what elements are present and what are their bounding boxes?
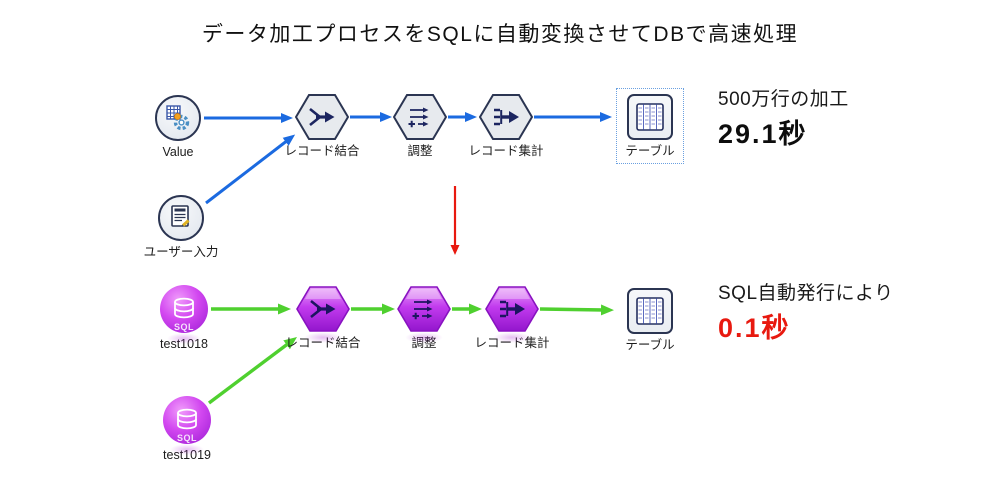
derive-icon — [412, 299, 433, 320]
sql-badge: SQL — [176, 433, 197, 443]
page-title: データ加工プロセスをSQLに自動変換させてDBで高速処理 — [201, 23, 799, 46]
merge-node-body[interactable] — [296, 286, 350, 343]
node-merge-top[interactable]: レコード結合 — [262, 94, 382, 159]
merge-icon — [310, 299, 336, 319]
node-label: Value — [162, 145, 194, 159]
user-input-node-body[interactable] — [158, 195, 204, 241]
aggregate-icon — [500, 300, 525, 318]
node-aggregate-top[interactable]: レコード集計 — [446, 94, 566, 159]
value-node-body[interactable] — [155, 95, 201, 141]
arrow-aggregate-to-table-sql — [539, 304, 614, 316]
aggregate-icon — [494, 108, 519, 126]
node-label: レコード集計 — [468, 144, 544, 158]
table-icon — [636, 103, 664, 131]
merge-icon — [309, 107, 335, 127]
node-aggregate-bottom[interactable]: レコード集計 — [452, 286, 572, 351]
node-table-bottom[interactable]: テーブル — [590, 288, 710, 353]
sql-source-node-body[interactable]: SQL — [163, 396, 211, 455]
table-gear-icon — [166, 105, 190, 131]
node-label: レコード集計 — [474, 336, 550, 350]
sql-badge: SQL — [173, 322, 194, 332]
node-derive-bottom[interactable]: 調整 — [364, 286, 484, 351]
node-merge-bottom[interactable]: レコード結合 — [263, 286, 383, 351]
node-label: レコード結合 — [285, 336, 361, 350]
database-icon — [174, 297, 194, 319]
top-result-caption: 500万行の加工 — [718, 89, 849, 110]
sql-source-node-body[interactable]: SQL — [160, 285, 208, 344]
node-user-input[interactable]: ユーザー入力 — [121, 195, 241, 260]
database-icon — [177, 408, 197, 430]
node-value[interactable]: Value — [118, 95, 238, 160]
aggregate-node-body[interactable] — [485, 286, 539, 343]
node-label: 調整 — [407, 144, 433, 158]
top-result-block: 500万行の加工 29.1秒 — [718, 84, 849, 151]
node-table-top-selection[interactable]: テーブル — [616, 88, 684, 164]
aggregate-node-body[interactable] — [478, 94, 534, 140]
node-label: テーブル — [625, 338, 675, 352]
arrow-test1019-to-merge — [207, 337, 297, 405]
derive-node-body[interactable] — [392, 94, 448, 140]
top-result-time: 29.1秒 — [718, 119, 808, 149]
document-pencil-icon — [171, 205, 190, 227]
node-label: test1018 — [160, 337, 208, 351]
node-test1018[interactable]: SQL test1018 — [124, 285, 244, 352]
derive-icon — [408, 107, 429, 128]
arrow-userinput-to-merge — [205, 134, 296, 205]
bottom-result-time: 0.1秒 — [718, 313, 791, 343]
bottom-result-block: SQL自動発行により 0.1秒 — [718, 278, 894, 345]
derive-node-body[interactable] — [397, 286, 451, 343]
merge-node-body[interactable] — [294, 94, 350, 140]
table-node-body[interactable] — [627, 94, 673, 140]
table-node-body[interactable] — [627, 288, 673, 334]
node-label: test1019 — [163, 448, 211, 462]
table-icon — [636, 297, 664, 325]
bottom-result-caption: SQL自動発行により — [718, 283, 894, 304]
node-derive-top[interactable]: 調整 — [360, 94, 480, 159]
node-label: テーブル — [625, 144, 675, 158]
node-label: 調整 — [411, 336, 437, 350]
node-test1019[interactable]: SQL test1019 — [127, 396, 247, 463]
node-label: ユーザー入力 — [143, 245, 219, 259]
node-label: レコード結合 — [284, 144, 360, 158]
